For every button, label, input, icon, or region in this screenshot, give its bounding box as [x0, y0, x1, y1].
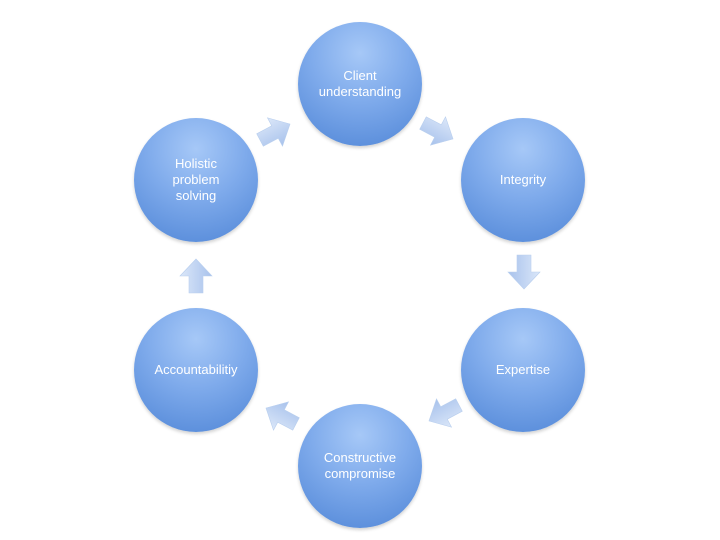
node-label: Holistic problem solving [172, 156, 220, 203]
arrow-integrity-to-expertise [507, 254, 541, 290]
arrow-accountability-to-holistic [179, 258, 213, 294]
arrow-expertise-to-constructive [428, 398, 463, 428]
node-label: Constructive compromise [323, 450, 397, 481]
node-label: Expertise [495, 362, 551, 377]
node-holistic-problem-solving: Holistic problem solving [134, 118, 258, 242]
node-accountability: Accountabilitiy [134, 308, 258, 432]
node-expertise: Expertise [461, 308, 585, 432]
node-client-understanding: Client understanding [298, 22, 422, 146]
node-constructive-compromise: Constructive compromise [298, 404, 422, 528]
arrow-constructive-to-accountability [265, 401, 300, 431]
node-integrity: Integrity [461, 118, 585, 242]
arrow-client-to-integrity [419, 116, 454, 146]
arrow-holistic-to-client [256, 117, 291, 147]
node-label: Integrity [499, 172, 547, 187]
node-label: Accountabilitiy [154, 362, 238, 377]
node-label: Client understanding [318, 68, 402, 99]
